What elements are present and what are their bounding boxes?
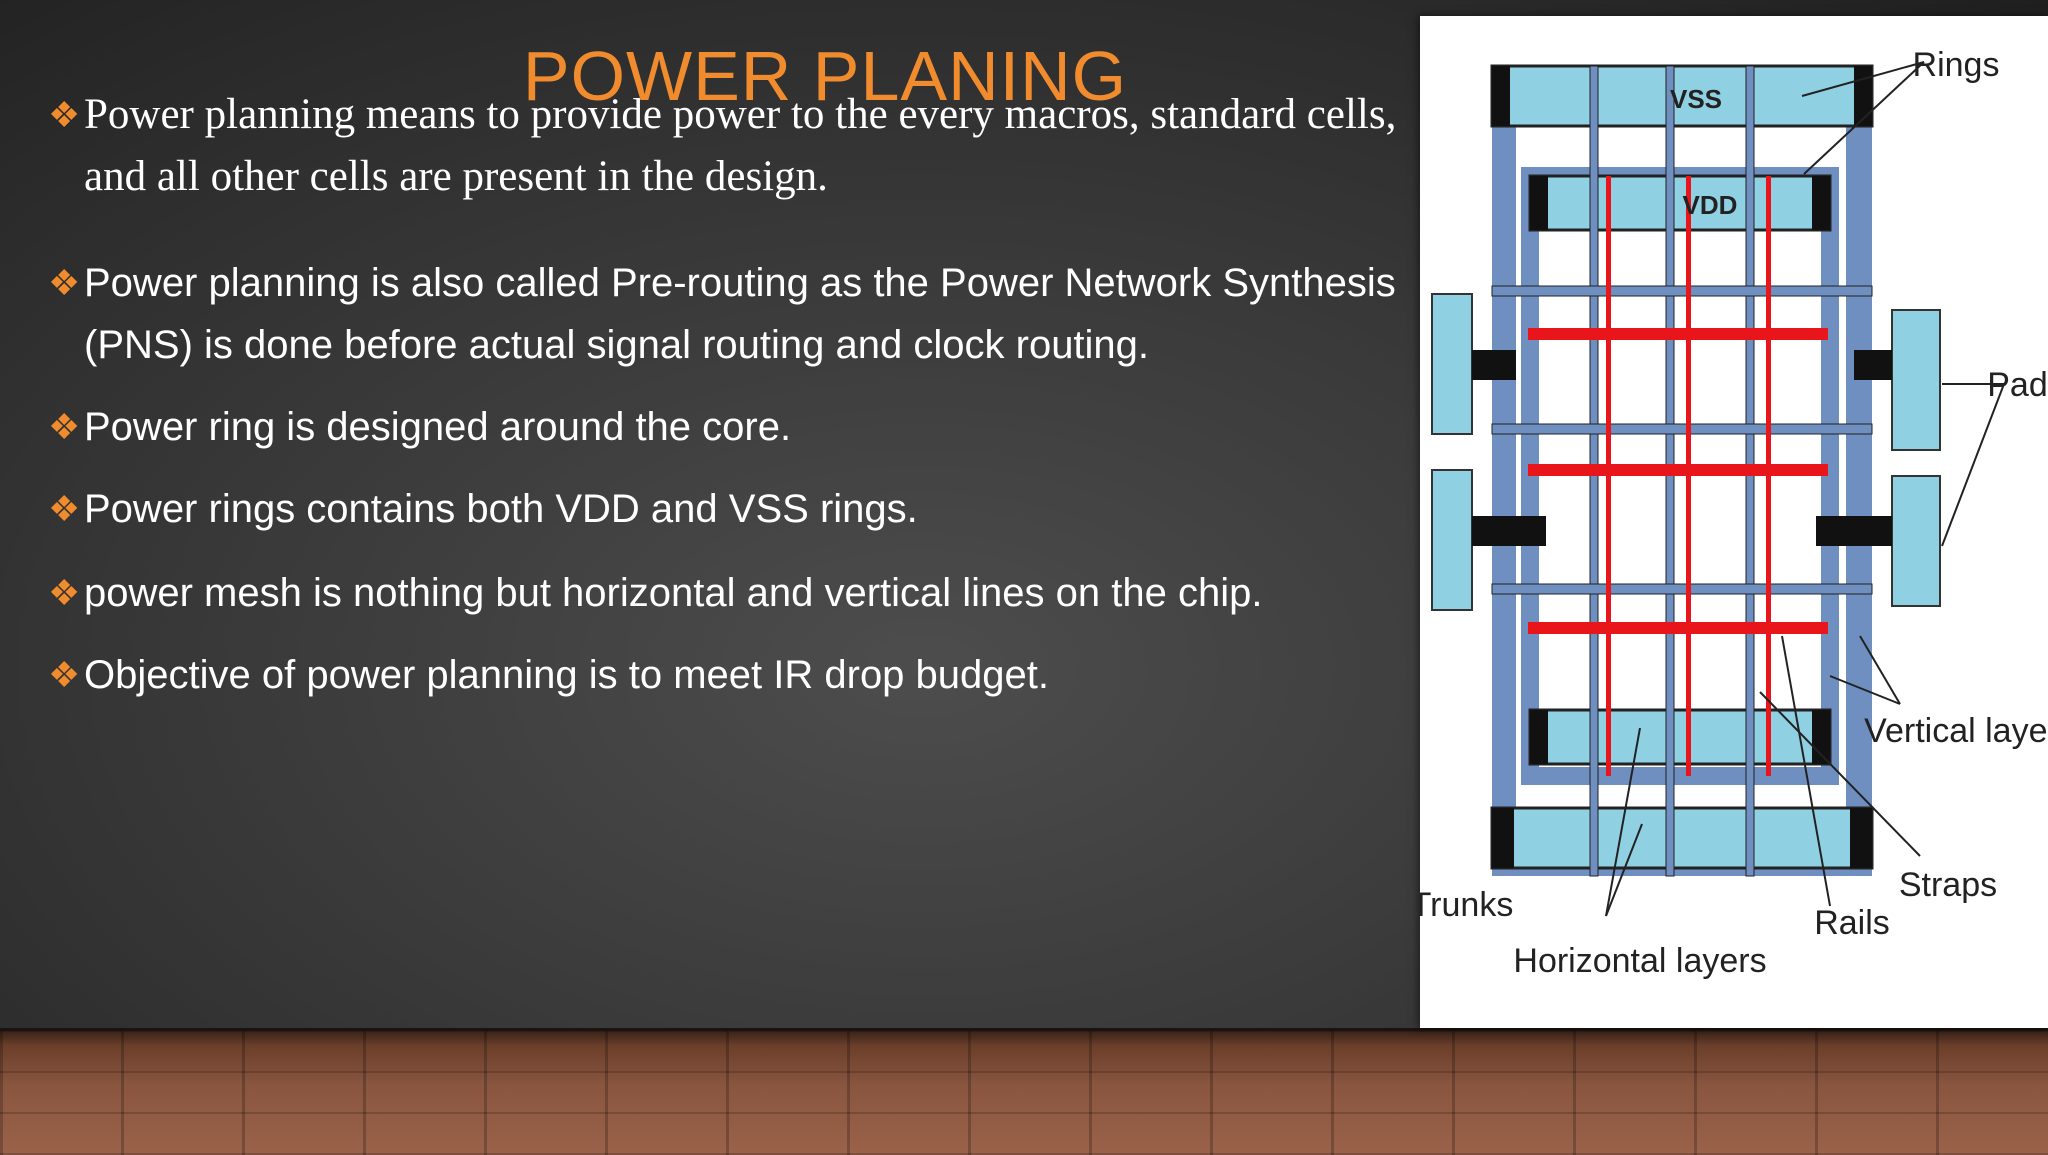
pad-right-bottom [1891, 475, 1941, 607]
corner-block [1812, 176, 1830, 230]
corner-block [1530, 176, 1548, 230]
corner-block [1492, 66, 1510, 126]
power-planning-diagram: VSS VDD Rings Pads Vertical layers Strap… [1420, 16, 2048, 1028]
vss-label: VSS [1670, 84, 1722, 114]
rail-red [1528, 464, 1828, 476]
bullet-2: ❖ Power planning is also called Pre-rout… [48, 252, 1428, 376]
bullet-3: ❖ Power ring is designed around the core… [48, 396, 1428, 458]
rail-red [1686, 176, 1691, 776]
corner-block [1492, 808, 1514, 868]
rail-red [1606, 176, 1611, 776]
pointer-line [1759, 691, 1921, 857]
diamond-bullet-icon: ❖ [48, 488, 81, 529]
diamond-bullet-icon: ❖ [48, 572, 81, 613]
corner-block [1850, 808, 1872, 868]
rail-red [1528, 622, 1828, 634]
pointer-line [1941, 383, 2005, 547]
pad-connector [1816, 516, 1892, 546]
pad-right-top [1891, 309, 1941, 451]
bullet-1: ❖ Power planning means to provide power … [48, 84, 1428, 208]
pad-left-top [1431, 293, 1473, 435]
bullet-6: ❖ Objective of power planning is to meet… [48, 644, 1428, 706]
pad-left-bottom [1431, 469, 1473, 611]
label-vertical-layers: Vertical layers [1864, 712, 2048, 750]
pad-connector [1472, 350, 1516, 380]
rail-red [1766, 176, 1771, 776]
pad-connector [1854, 350, 1892, 380]
pointer-line [1605, 823, 1643, 917]
vss-ring-top [1490, 64, 1874, 128]
bullet-4: ❖ Power rings contains both VDD and VSS … [48, 478, 1428, 540]
label-horizontal-layers: Horizontal layers [1513, 942, 1766, 980]
bullet-text: Power ring is designed around the core. [84, 405, 792, 449]
label-trunks: Trunks [1420, 886, 1513, 924]
diamond-bullet-icon: ❖ [48, 406, 81, 447]
vss-ring-bottom [1490, 806, 1874, 870]
pointer-line [1605, 727, 1641, 917]
bullet-text: Power planning is also called Pre-routin… [84, 261, 1396, 367]
vdd-ring-bottom [1528, 708, 1832, 766]
diamond-bullet-icon: ❖ [48, 262, 81, 303]
wood-floor [0, 1028, 2048, 1155]
rail-red [1528, 328, 1828, 340]
pointer-line [1829, 675, 1901, 705]
label-pads: Pads [1987, 366, 2048, 404]
bullet-text: power mesh is nothing but horizontal and… [84, 571, 1263, 615]
bullet-text: Objective of power planning is to meet I… [84, 653, 1049, 697]
horizontal-strap [1491, 285, 1873, 297]
corner-block [1854, 66, 1872, 126]
corner-block [1530, 710, 1548, 764]
bullet-text: Power rings contains both VDD and VSS ri… [84, 487, 918, 531]
pad-connector [1472, 516, 1546, 546]
vdd-ring-top [1528, 174, 1832, 232]
bullet-text: Power planning means to provide power to… [84, 91, 1397, 200]
slide-title: POWER PLANING [522, 37, 1128, 115]
pointer-line [1801, 61, 1925, 97]
diamond-bullet-icon: ❖ [48, 95, 81, 135]
diamond-bullet-icon: ❖ [48, 654, 81, 695]
label-straps: Straps [1899, 866, 1997, 904]
pointer-line [1859, 635, 1901, 705]
bullet-5: ❖ power mesh is nothing but horizontal a… [48, 562, 1428, 624]
label-rings: Rings [1913, 46, 2000, 84]
pointer-line [1781, 635, 1831, 907]
pointer-line [1803, 61, 1925, 175]
label-rails: Rails [1814, 904, 1890, 942]
horizontal-strap [1491, 423, 1873, 435]
horizontal-strap [1491, 583, 1873, 595]
vdd-label: VDD [1683, 190, 1738, 220]
power-grid-illustration: VSS VDD Rings Pads Vertical layers Strap… [1420, 46, 2048, 980]
